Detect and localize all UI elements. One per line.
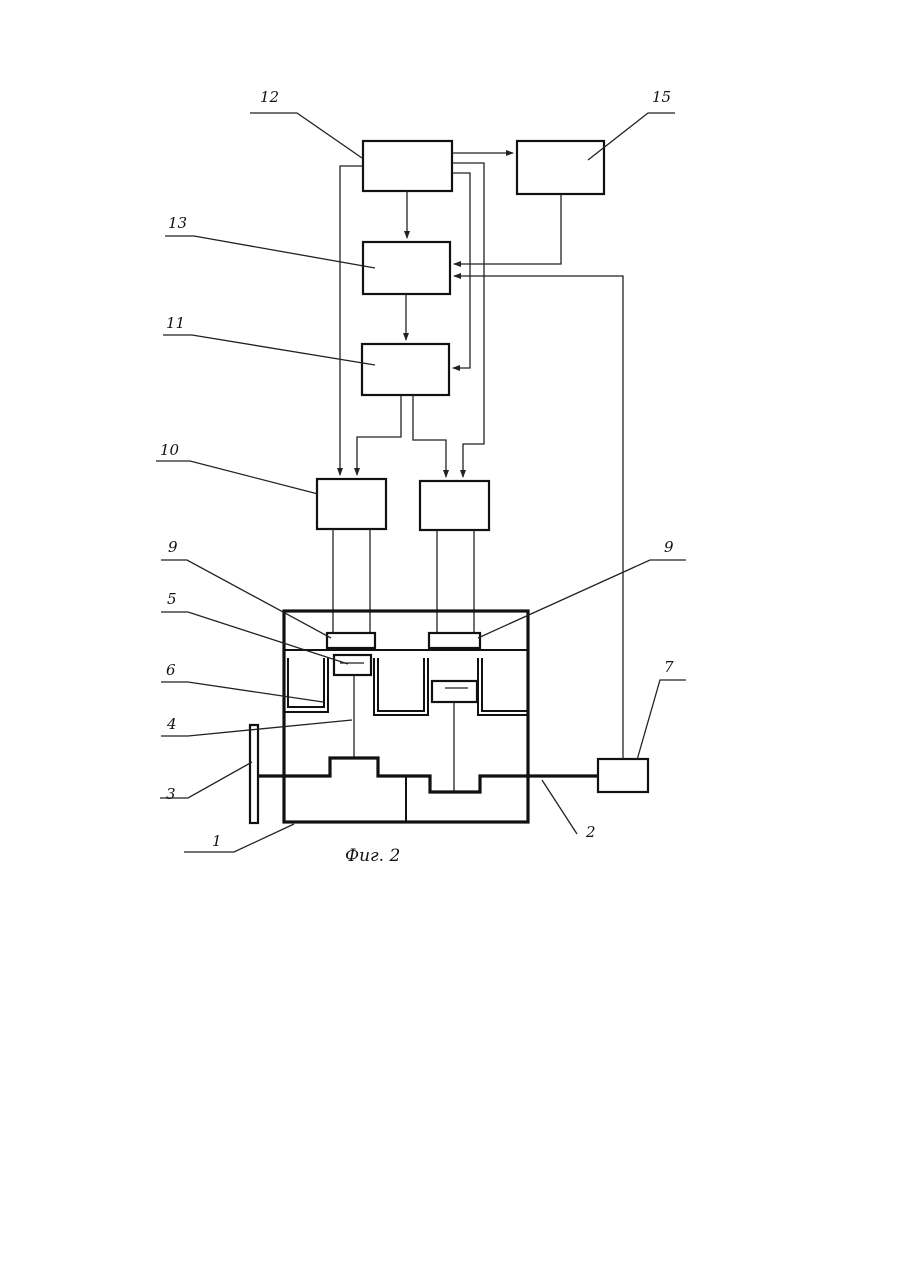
block-10-left xyxy=(317,479,386,529)
block-12 xyxy=(363,141,452,191)
label-3: 3 xyxy=(166,785,176,803)
flywheel-3 xyxy=(250,725,258,823)
label-11: 11 xyxy=(166,314,185,332)
actuator-9-left xyxy=(327,633,375,648)
label-4: 4 xyxy=(166,715,177,733)
label-12: 12 xyxy=(260,88,279,106)
label-2: 2 xyxy=(585,823,596,841)
label-13: 13 xyxy=(168,214,187,232)
label-5: 5 xyxy=(167,590,177,608)
label-1: 1 xyxy=(212,832,222,850)
block-15 xyxy=(517,141,604,194)
label-9-left: 9 xyxy=(168,538,178,556)
housing xyxy=(254,611,598,822)
label-15: 15 xyxy=(652,88,671,106)
block-7 xyxy=(598,759,648,792)
label-10: 10 xyxy=(160,441,180,459)
sensor-5 xyxy=(334,655,371,675)
figure-caption: Фиг. 2 xyxy=(345,846,400,866)
actuator-9-right xyxy=(429,633,480,648)
block-13 xyxy=(363,242,450,294)
label-9-right: 9 xyxy=(664,538,674,556)
label-6: 6 xyxy=(166,661,176,679)
label-7: 7 xyxy=(664,658,674,676)
block-10-right xyxy=(420,481,489,530)
block-11 xyxy=(362,344,449,395)
